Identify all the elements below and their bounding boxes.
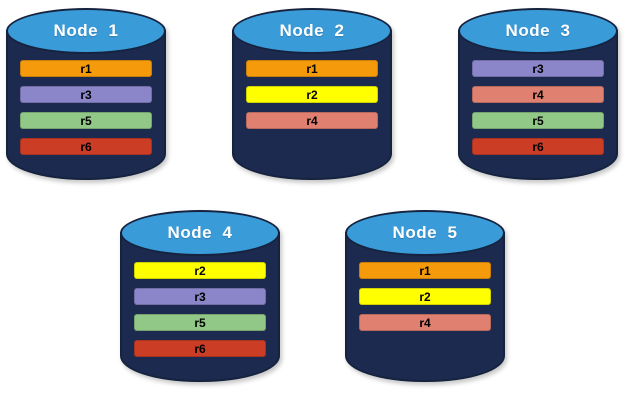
replica-bar-r3[interactable]: r3: [20, 86, 152, 103]
cylinder-body: [120, 232, 280, 382]
replica-bar-r6[interactable]: r6: [472, 138, 604, 155]
replica-bar-r4[interactable]: r4: [246, 112, 378, 129]
replica-list: r1 r3 r5 r6: [6, 60, 166, 155]
replica-bar-r1[interactable]: r1: [20, 60, 152, 77]
cylinder-top-ellipse: [6, 8, 166, 54]
replica-bar-r5[interactable]: r5: [472, 112, 604, 129]
replica-list: r1 r2 r4: [345, 262, 505, 331]
replica-bar-r1[interactable]: r1: [246, 60, 378, 77]
replica-bar-r5[interactable]: r5: [20, 112, 152, 129]
replica-bar-r3[interactable]: r3: [134, 288, 266, 305]
replica-bar-r6[interactable]: r6: [134, 340, 266, 357]
replica-bar-r2[interactable]: r2: [246, 86, 378, 103]
replica-bar-r2[interactable]: r2: [359, 288, 491, 305]
replica-list: r1 r2 r4: [232, 60, 392, 129]
node-label: Node 5: [392, 223, 458, 242]
node-label: Node 2: [279, 21, 345, 40]
replica-bar-r2[interactable]: r2: [134, 262, 266, 279]
replica-bar-r5[interactable]: r5: [134, 314, 266, 331]
node-label: Node 1: [53, 21, 119, 40]
cylinder-body: [458, 30, 618, 180]
replica-bar-r4[interactable]: r4: [472, 86, 604, 103]
replica-bar-r6[interactable]: r6: [20, 138, 152, 155]
cylinder-top-ellipse: [345, 210, 505, 256]
cylinder-top-ellipse: [232, 8, 392, 54]
node-label: Node 3: [505, 21, 571, 40]
replica-bar-r3[interactable]: r3: [472, 60, 604, 77]
cylinder-body: [232, 30, 392, 180]
replica-list: r2 r3 r5 r6: [120, 262, 280, 357]
cylinder-body: [345, 232, 505, 382]
cylinder-top-ellipse: [120, 210, 280, 256]
replica-bar-r4[interactable]: r4: [359, 314, 491, 331]
node-label: Node 4: [167, 223, 233, 242]
replica-bar-r1[interactable]: r1: [359, 262, 491, 279]
cylinder-top-ellipse: [458, 8, 618, 54]
replica-list: r3 r4 r5 r6: [458, 60, 618, 155]
